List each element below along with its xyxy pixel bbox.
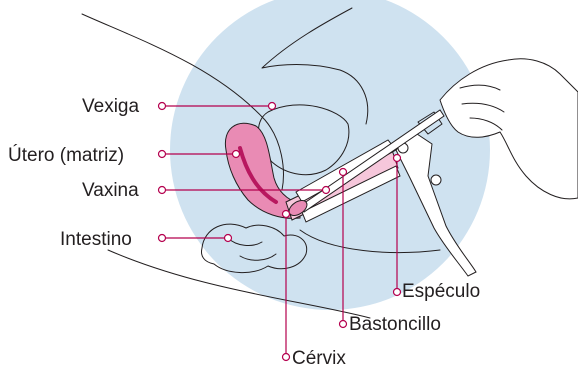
background-circle <box>170 0 490 310</box>
leader-dot-intestino-0 <box>159 235 166 242</box>
speculum-knob <box>431 175 441 185</box>
leader-dot-utero-1 <box>233 151 240 158</box>
label-intestino: Intestino <box>60 229 132 250</box>
leader-dot-vexiga-0 <box>159 103 166 110</box>
label-cervix: Cérvix <box>292 348 346 369</box>
label-especulo: Espéculo <box>402 281 480 302</box>
label-vaxina: Vaxina <box>82 180 139 201</box>
leader-dot-bastoncillo-0 <box>340 321 347 328</box>
leader-dot-especulo-1 <box>394 155 401 162</box>
leader-dot-bastoncillo-1 <box>340 169 347 176</box>
label-utero: Útero (matriz) <box>8 144 124 166</box>
label-bastoncillo: Bastoncillo <box>349 314 441 335</box>
leader-dot-vaxina-0 <box>159 187 166 194</box>
leader-dot-especulo-0 <box>394 289 401 296</box>
leader-dot-cervix-1 <box>283 211 290 218</box>
leader-dot-vexiga-1 <box>269 103 276 110</box>
label-vexiga: Vexiga <box>82 96 139 117</box>
leader-dot-cervix-0 <box>283 354 290 361</box>
leader-dot-vaxina-1 <box>323 187 330 194</box>
leader-dot-intestino-1 <box>225 235 232 242</box>
leader-dot-utero-0 <box>159 151 166 158</box>
